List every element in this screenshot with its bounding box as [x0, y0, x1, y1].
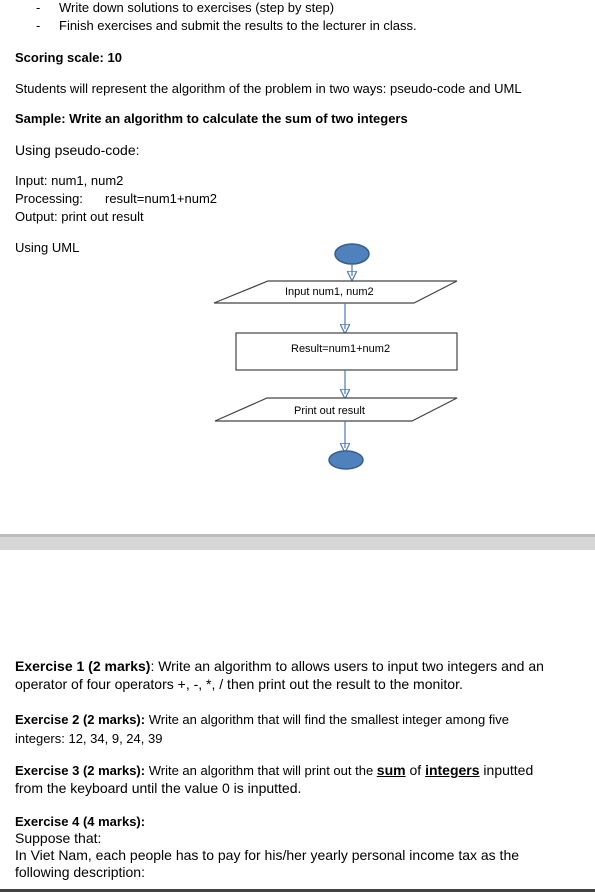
end-node [328, 450, 364, 470]
input-parallelogram [213, 280, 458, 304]
start-node [334, 243, 370, 265]
exercise-3-line-1: Exercise 3 (2 marks): Write an algorithm… [15, 762, 533, 778]
exercise-2-line-2: integers: 12, 34, 9, 24, 39 [15, 731, 163, 746]
process-rect [235, 332, 458, 371]
intro-text: Students will represent the algorithm of… [15, 81, 522, 96]
exercise-3-integers: integers [425, 762, 480, 778]
instruction-item-2: Finish exercises and submit the results … [59, 18, 417, 33]
instruction-item-1: Write down solutions to exercises (step … [59, 0, 335, 15]
scoring-scale: Scoring scale: 10 [15, 50, 122, 65]
pseudo-input: Input: num1, num2 [15, 173, 124, 188]
exercise-3-post: inputted [479, 762, 534, 778]
page-break-edge [0, 534, 595, 537]
exercise-3-of: of [405, 762, 426, 778]
exercise-2-label: Exercise 2 (2 marks): [15, 712, 146, 727]
uml-heading: Using UML [15, 240, 80, 255]
exercise-2-text: Write an algorithm that will find the sm… [145, 712, 510, 727]
process-box-label: Result=num1+num2 [291, 343, 391, 355]
pseudo-processing-label: Processing: [15, 191, 83, 206]
output-parallelogram [214, 397, 458, 422]
exercise-4-line-3: following description: [15, 864, 145, 880]
bullet-dash: - [36, 0, 41, 15]
exercise-1-text: : Write an algorithm to allows users to … [150, 658, 544, 674]
exercise-4-label: Exercise 4 (4 marks): [15, 814, 146, 829]
bottom-rule [0, 889, 595, 892]
exercise-1-line-1: Exercise 1 (2 marks): Write an algorithm… [15, 658, 544, 674]
exercise-3-label: Exercise 3 (2 marks): [15, 763, 146, 778]
output-box-label: Print out result [294, 405, 365, 417]
input-box-label: Input num1, num2 [285, 286, 374, 298]
exercise-3-line-2: from the keyboard until the value 0 is i… [15, 780, 302, 796]
pseudo-output: Output: print out result [15, 209, 144, 224]
sample-title: Sample: Write an algorithm to calculate … [15, 111, 408, 126]
exercise-2-line-1: Exercise 2 (2 marks): Write an algorithm… [15, 712, 509, 727]
pseudo-processing-value: result=num1+num2 [105, 191, 218, 206]
exercise-1-label: Exercise 1 (2 marks) [15, 658, 151, 674]
uml-flowchart [213, 243, 458, 470]
page-break [0, 534, 595, 550]
pseudo-heading: Using pseudo-code: [15, 142, 140, 158]
exercise-1-line-2: operator of four operators +, -, *, / th… [15, 676, 463, 692]
exercise-3-text: Write an algorithm that will print out t… [145, 763, 377, 778]
exercise-4-line-1: Suppose that: [15, 830, 102, 846]
exercise-3-sum: sum [376, 762, 406, 778]
exercise-4-line-2: In Viet Nam, each people has to pay for … [15, 847, 520, 863]
bullet-dash: - [36, 18, 41, 33]
